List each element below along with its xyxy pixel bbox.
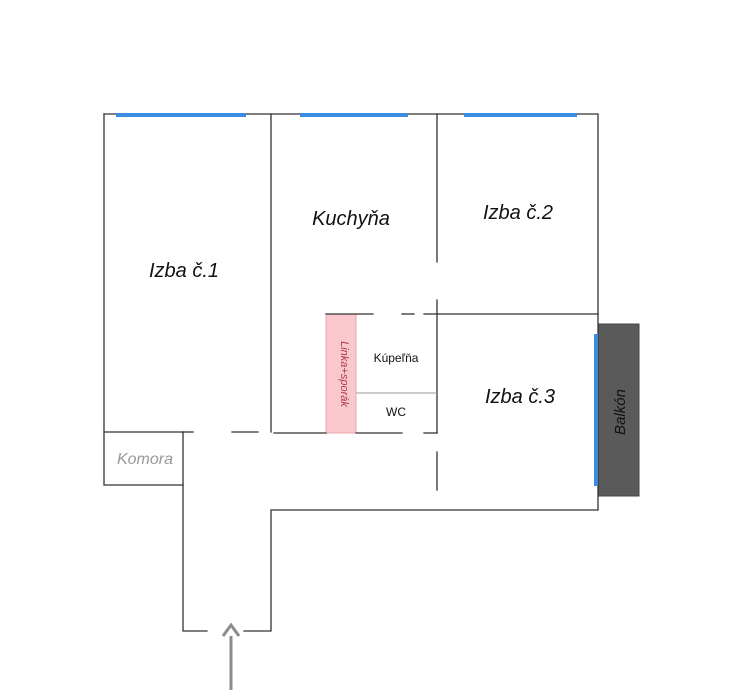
kitchen-counter: [325, 313, 357, 434]
balcony: [597, 323, 640, 497]
room-label-kuchyna: Kuchyňa: [312, 208, 390, 230]
balcony-label: Balkón: [612, 389, 629, 435]
room-label-wc: WC: [386, 405, 406, 419]
room-label-izba-1: Izba č.1: [149, 260, 219, 282]
room-label-izba-2: Izba č.2: [483, 202, 553, 224]
interior-walls: [103, 113, 599, 491]
room-label-izba-3: Izba č.3: [485, 386, 555, 408]
room-label-komora: Komora: [117, 451, 173, 468]
room-label-kupelna: Kúpeľňa: [374, 351, 419, 365]
windows: [116, 113, 598, 486]
entrance-arrow-icon: [221, 622, 241, 690]
kitchen-counter-label: Linka+sporák: [338, 341, 350, 407]
